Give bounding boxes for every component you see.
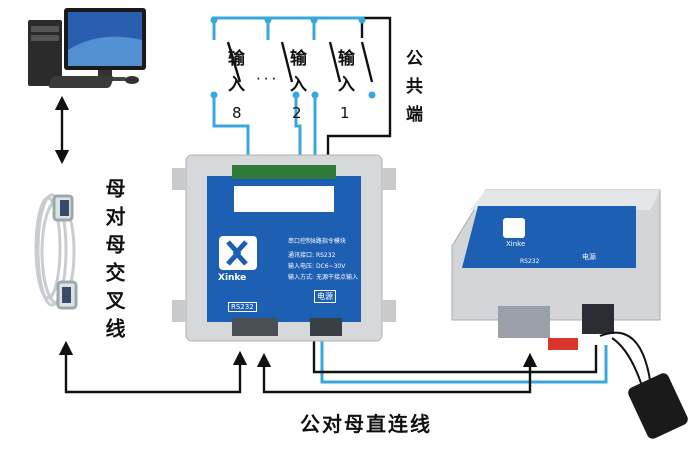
module-left-port-label: RS232 (228, 302, 257, 312)
module-left-spec3: 输入方式: 无源干接点输入 (288, 274, 358, 281)
input8-number: 8 (232, 104, 242, 122)
crossover-cable-icon (34, 193, 78, 310)
power-adapter-icon (599, 331, 688, 439)
computer-icon (28, 8, 146, 88)
module-left-brand: Xinke (218, 273, 247, 283)
input2-label-top: 输 (290, 49, 307, 69)
module-left-spec1: 通讯接口: RS232 (288, 252, 336, 259)
input8-label-top: 输 (228, 49, 245, 69)
module-left-title: 串口控制8路指令模块 (288, 238, 346, 245)
straight-cable-label: 公对母直连线 (300, 412, 432, 436)
common-label-3: 端 (406, 105, 423, 125)
input1-label-top: 输 (338, 49, 355, 69)
module-left-spec2: 输入电压: DC6~30V (288, 263, 346, 270)
serial-module-left (172, 154, 396, 342)
input1-label-bottom: 入 (338, 75, 355, 95)
input2-number: 2 (292, 104, 302, 122)
module-left-power-label: 电源 (314, 290, 336, 303)
common-label-2: 共 (406, 77, 423, 97)
serial-module-right (451, 189, 661, 350)
module-right-brand: Xinke (506, 240, 526, 248)
common-label-1: 公 (406, 49, 423, 69)
straight-cable-path (58, 340, 538, 394)
input1-number: 1 (340, 104, 350, 122)
switch-terminals (210, 16, 376, 99)
input8-label-bottom: 入 (228, 75, 245, 95)
input2-label-bottom: 入 (290, 75, 307, 95)
crossover-cable-label: 母对母交叉线 (102, 178, 126, 346)
module-right-port-label: RS232 (520, 258, 540, 265)
module-right-power-label: 电源 (582, 253, 596, 261)
input-ellipsis: ··· (256, 70, 280, 88)
